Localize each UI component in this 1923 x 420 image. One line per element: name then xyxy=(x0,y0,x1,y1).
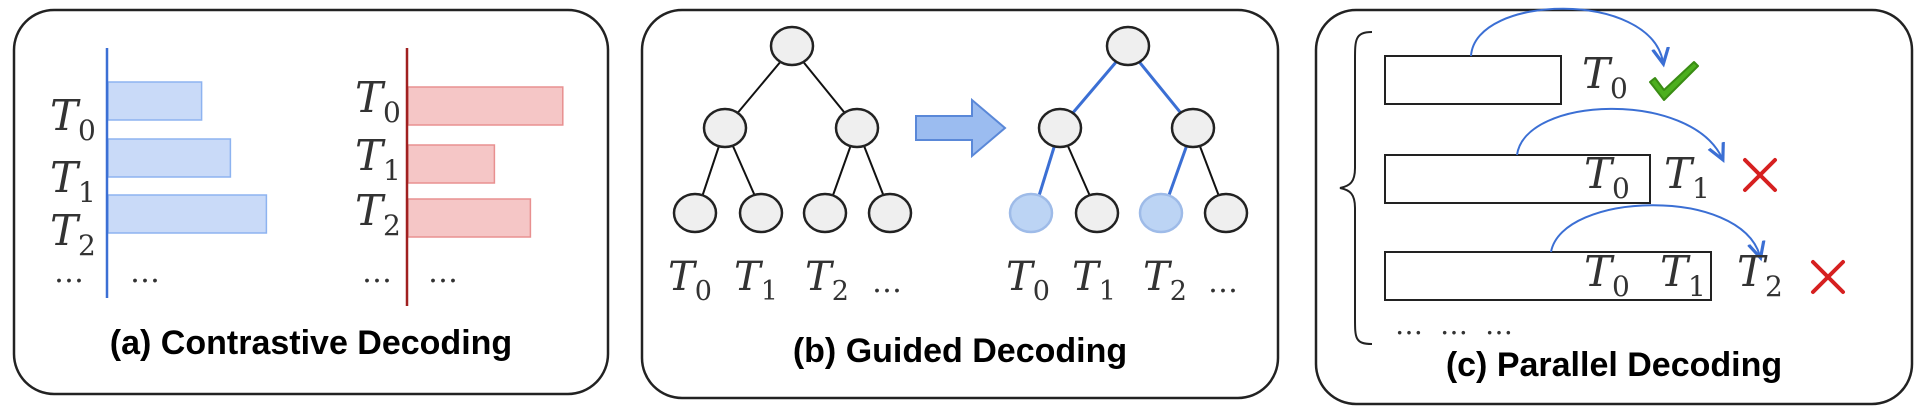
left-bar-t0 xyxy=(107,81,203,121)
row2-prefix-t0: T0 xyxy=(1584,149,1630,205)
ellipsis-c-3: … xyxy=(1485,308,1513,341)
right-bar-t0 xyxy=(407,86,564,126)
prediction-arrow-row-2 xyxy=(1516,107,1722,158)
tree-node xyxy=(672,192,718,234)
tree-node xyxy=(834,107,880,149)
row3-prefix-t1: T1 xyxy=(1660,247,1706,303)
label-t0-right: T0 xyxy=(355,73,401,129)
label-t1-tree-right: T1 xyxy=(1072,254,1116,307)
label-t2-right: T2 xyxy=(355,186,401,242)
label-t1-right: T1 xyxy=(355,131,401,187)
panel-contrastive: T0 T1 T2 … … T0 T1 T2 … … (a) Contrastiv… xyxy=(12,8,610,396)
right-bar-t1 xyxy=(407,144,496,184)
tree-right-nodes xyxy=(1008,25,1249,234)
tree-node xyxy=(1037,107,1083,149)
row1-predicted-t0: T0 xyxy=(1582,49,1628,105)
label-t1-left: T1 xyxy=(50,153,96,209)
ellipsis-tree-right: … xyxy=(1208,265,1238,300)
sequence-box-row-2 xyxy=(1384,154,1651,204)
tree-node xyxy=(867,192,913,234)
label-t2-left: T2 xyxy=(50,206,96,262)
accepted-check-icon xyxy=(1649,61,1699,101)
sequence-box-row-3 xyxy=(1384,251,1712,301)
tree-node xyxy=(769,25,815,67)
ellipsis-left-2: … xyxy=(130,255,160,290)
panel-b-frame xyxy=(640,8,1280,400)
ellipsis-left-1: … xyxy=(54,255,84,290)
rejected-cross-icon xyxy=(1743,158,1777,192)
panel-c-frame xyxy=(1314,8,1914,406)
tree-node xyxy=(738,192,784,234)
tree-node-selected xyxy=(1138,192,1184,234)
ellipsis-right-2: … xyxy=(428,255,458,290)
tree-node xyxy=(1105,25,1151,67)
caption-c: (c) Parallel Decoding xyxy=(1446,346,1782,384)
row2-predicted-t1: T1 xyxy=(1664,149,1710,205)
tree-left-nodes xyxy=(672,25,913,234)
transform-arrow-icon xyxy=(915,97,1007,159)
panel-guided: T0 T1 T2 … T0 T1 T2 … (b) Guided Decodin… xyxy=(640,8,1280,400)
sequence-box-row-1 xyxy=(1384,55,1562,105)
brace-icon xyxy=(1339,31,1373,345)
label-t2-tree-right: T2 xyxy=(1143,254,1187,307)
prediction-arrow-row-3 xyxy=(1550,204,1760,256)
left-bar-t1 xyxy=(107,138,232,178)
caption-b: (b) Guided Decoding xyxy=(793,332,1127,370)
label-t0-left: T0 xyxy=(50,91,96,147)
label-t2-tree-left: T2 xyxy=(805,254,849,307)
rejected-cross-icon xyxy=(1811,260,1845,294)
ellipsis-c-1: … xyxy=(1395,308,1423,341)
tree-node xyxy=(1203,192,1249,234)
right-bar-t2 xyxy=(407,198,532,238)
tree-node xyxy=(802,192,848,234)
row3-prefix-t0: T0 xyxy=(1584,247,1630,303)
tree-node-selected xyxy=(1008,192,1054,234)
left-bar-t2 xyxy=(107,194,268,234)
panel-parallel: T0 T0 T1 T0 T1 T2 … … … (c) Parallel Dec… xyxy=(1314,7,1914,406)
label-t1-tree-left: T1 xyxy=(734,254,778,307)
label-t0-tree-right: T0 xyxy=(1006,254,1050,307)
row3-predicted-t2: T2 xyxy=(1737,247,1783,303)
ellipsis-c-2: … xyxy=(1440,308,1468,341)
ellipsis-right-1: … xyxy=(362,255,392,290)
tree-node xyxy=(1074,192,1120,234)
label-t0-tree-left: T0 xyxy=(668,254,712,307)
left-bar-group xyxy=(107,81,268,234)
prediction-arrow-row-1 xyxy=(1470,7,1663,62)
tree-node xyxy=(1170,107,1216,149)
caption-a: (a) Contrastive Decoding xyxy=(110,324,512,362)
ellipsis-tree-left: … xyxy=(872,265,902,300)
tree-node xyxy=(702,107,748,149)
